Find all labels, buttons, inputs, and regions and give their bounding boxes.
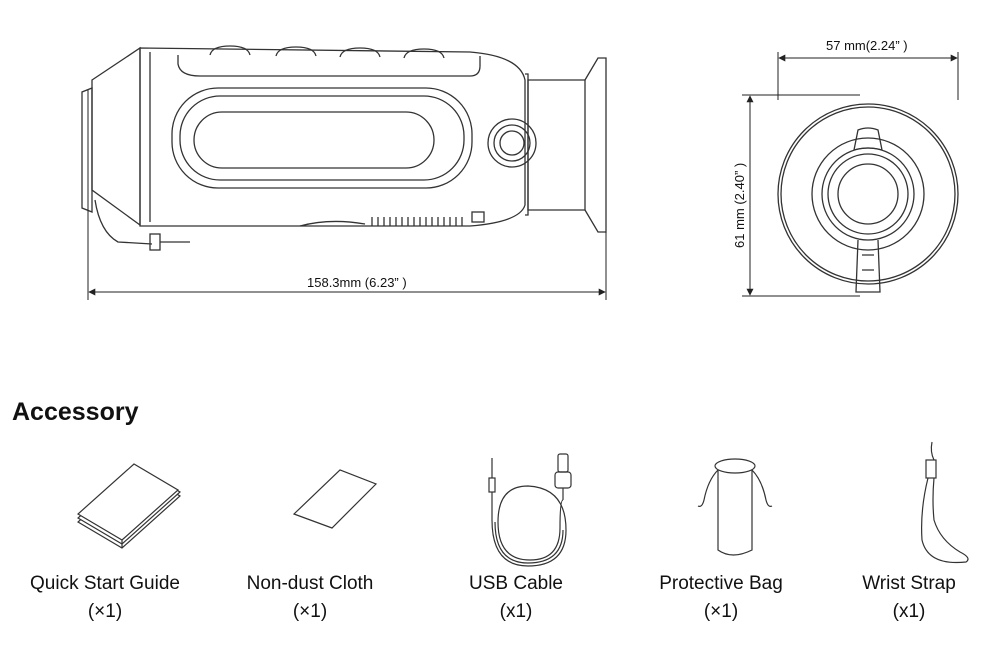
device-end-view — [777, 103, 959, 293]
accessory-item-quick-start-guide: Quick Start Guide (×1) — [10, 570, 200, 626]
booklet-icon — [76, 463, 182, 549]
accessory-item-qty: (x1) — [892, 601, 926, 622]
accessory-item-name: Non-dust Cloth — [246, 573, 374, 594]
accessory-item-wrist-strap: Wrist Strap (x1) — [814, 570, 1004, 626]
height-dimension-label: 61 mm (2.40” ) — [732, 163, 747, 248]
accessory-item-qty: (×1) — [87, 601, 123, 622]
bag-icon — [697, 458, 773, 556]
accessory-item-name: USB Cable — [469, 573, 563, 594]
accessory-item-qty: (x1) — [499, 601, 533, 622]
accessory-item-name: Wrist Strap — [862, 573, 956, 594]
cloth-icon — [292, 469, 378, 529]
accessory-item-name: Quick Start Guide — [30, 573, 180, 594]
accessory-item-qty: (×1) — [292, 601, 328, 622]
accessory-item-non-dust-cloth: Non-dust Cloth (×1) — [215, 570, 405, 626]
wrist-strap-icon — [921, 441, 969, 564]
accessory-title: Accessory — [12, 398, 139, 426]
device-side-view — [81, 45, 607, 251]
accessory-item-usb-cable: USB Cable (x1) — [421, 570, 611, 626]
accessory-item-name: Protective Bag — [659, 573, 783, 594]
length-dimension — [87, 90, 607, 300]
width-dimension — [777, 52, 959, 100]
accessory-item-protective-bag: Protective Bag (×1) — [626, 570, 816, 626]
width-dimension-label: 57 mm(2.24” ) — [826, 38, 908, 53]
accessory-item-qty: (×1) — [703, 601, 739, 622]
usb-cable-icon — [488, 453, 572, 567]
length-dimension-label: 158.3mm (6.23” ) — [307, 275, 407, 290]
height-dimension — [742, 94, 860, 297]
